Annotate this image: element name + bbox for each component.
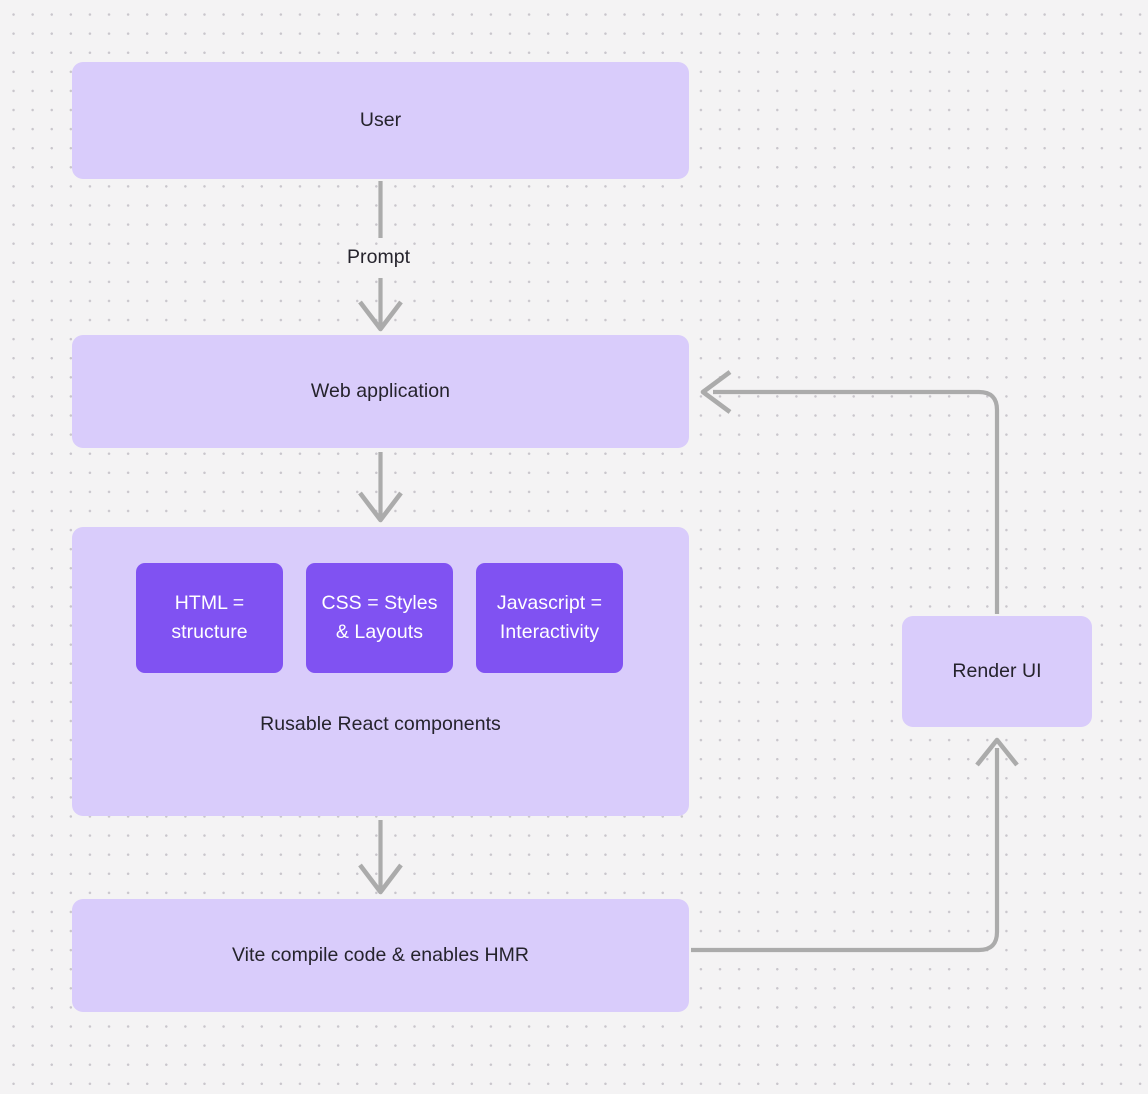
node-components-caption: Rusable React components (260, 713, 501, 735)
node-user[interactable]: User (72, 62, 689, 179)
node-javascript-line2: Interactivity (499, 621, 600, 643)
node-html-line1: HTML = (174, 592, 245, 615)
node-javascript[interactable]: Javascript = Interactivity (476, 563, 623, 673)
edge-label-prompt: Prompt (340, 245, 418, 270)
node-web-application[interactable]: Web application (72, 335, 689, 448)
edge-vite-to-render-ui (691, 748, 1000, 953)
arrowhead-web-application-to-components (358, 491, 403, 523)
node-css[interactable]: CSS = Styles & Layouts (306, 563, 453, 673)
node-vite[interactable]: Vite compile code & enables HMR (72, 899, 689, 1012)
node-css-label: CSS = Styles & Layouts (321, 589, 437, 647)
node-javascript-label: Javascript = Interactivity (497, 589, 602, 647)
node-javascript-line1: Javascript = (496, 592, 603, 615)
arrowhead-render-ui-to-web-application (700, 370, 732, 414)
node-html-line2: structure (171, 621, 248, 643)
node-vite-label: Vite compile code & enables HMR (231, 944, 530, 967)
arrowhead-user-to-web-application (358, 300, 403, 332)
edge-render-ui-to-web-application (713, 389, 1000, 614)
node-html-label: HTML = structure (171, 589, 247, 647)
node-html[interactable]: HTML = structure (136, 563, 283, 673)
node-user-label: User (359, 109, 402, 132)
node-render-ui-label: Render UI (952, 660, 1042, 683)
node-render-ui[interactable]: Render UI (902, 616, 1092, 727)
node-web-application-label: Web application (310, 380, 451, 403)
arrowhead-vite-to-render-ui (975, 737, 1019, 767)
node-css-line1: CSS = Styles (321, 592, 438, 615)
arrowhead-components-to-vite (358, 863, 403, 895)
node-css-line2: & Layouts (335, 621, 424, 643)
